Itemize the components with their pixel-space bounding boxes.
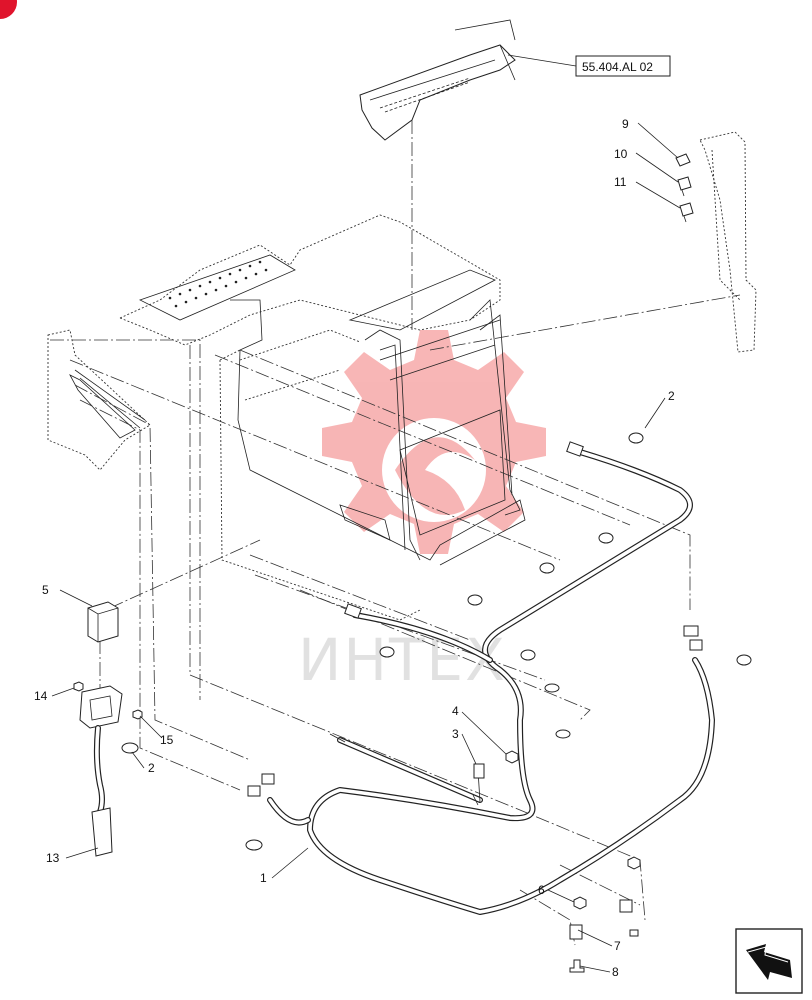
callout-14: 14 [34,689,48,703]
callout-10: 10 [614,147,628,161]
relay-5 [87,601,119,643]
callout-1: 1 [260,871,267,885]
clip-10 [677,176,692,197]
leader-lines [51,122,681,973]
bolt-right [619,856,641,937]
callout-4: 4 [452,704,459,718]
connector-top [566,441,584,457]
nut-6 [573,896,587,910]
callout-3: 3 [452,727,459,741]
left-side-panel [47,329,151,471]
connector-end [329,733,346,743]
reference-code[interactable]: 55.404.AL 02 [582,60,653,74]
connector-mid [344,603,362,619]
bolt-8 [569,959,585,973]
callout-11: 11 [614,175,627,189]
relay-socket-harness-13 [79,685,123,857]
nut-4 [505,750,519,764]
right-trim-strip [699,131,757,353]
screw-15 [132,709,143,720]
cab-frame [118,214,526,621]
clip-11 [679,202,694,223]
corner-mark-icon [0,0,17,19]
callout-15: 15 [160,733,174,747]
connector-left [247,773,275,797]
callout-5: 5 [42,583,49,597]
callout-6: 6 [538,883,545,897]
clip-9 [675,153,691,167]
p-clamp-7 [569,924,583,940]
screw-14 [73,681,84,692]
cable-clamps [121,432,752,851]
callout-2-left: 2 [148,761,155,775]
callout-2-top: 2 [668,389,675,403]
callout-9: 9 [622,117,629,131]
callout-8: 8 [612,965,619,979]
previous-page-arrow-icon[interactable] [735,928,803,994]
callout-13: 13 [46,851,60,865]
wiring-harness [267,449,715,915]
connector-right [683,625,703,651]
vent-grille [168,260,268,308]
top-console-panel [359,19,516,141]
watermark-logo [322,330,546,554]
watermark-text: ИНТЕХ [298,626,507,694]
callout-7: 7 [614,939,621,953]
p-clamp-3 [473,763,485,779]
